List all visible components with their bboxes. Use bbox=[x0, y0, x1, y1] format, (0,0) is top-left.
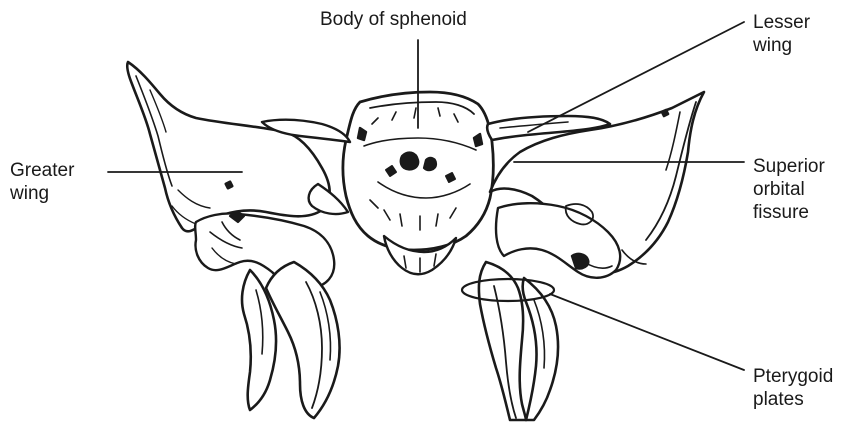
label-line: Pterygoid bbox=[753, 365, 833, 388]
leader-lesser-wing bbox=[528, 22, 744, 132]
label-line: orbital bbox=[753, 178, 825, 201]
label-line: plates bbox=[753, 388, 833, 411]
label-superior-orbital-fissure: Superior orbital fissure bbox=[753, 155, 825, 224]
left-greater-wing bbox=[127, 62, 329, 231]
label-line: fissure bbox=[753, 201, 825, 224]
label-lesser-wing: Lesser wing bbox=[753, 11, 810, 57]
label-line: wing bbox=[753, 34, 810, 57]
label-line: Greater bbox=[10, 159, 74, 182]
label-pterygoid-plates: Pterygoid plates bbox=[753, 365, 833, 411]
label-greater-wing: Greater wing bbox=[10, 159, 74, 205]
left-pterygoid-plate bbox=[242, 262, 340, 418]
label-line: wing bbox=[10, 182, 74, 205]
leader-pterygoid-plates bbox=[550, 294, 744, 370]
label-body-of-sphenoid: Body of sphenoid bbox=[320, 8, 467, 31]
right-pterygoid-plate bbox=[479, 262, 558, 420]
label-line: Superior bbox=[753, 155, 825, 178]
label-line: Body of sphenoid bbox=[320, 8, 467, 31]
label-line: Lesser bbox=[753, 11, 810, 34]
